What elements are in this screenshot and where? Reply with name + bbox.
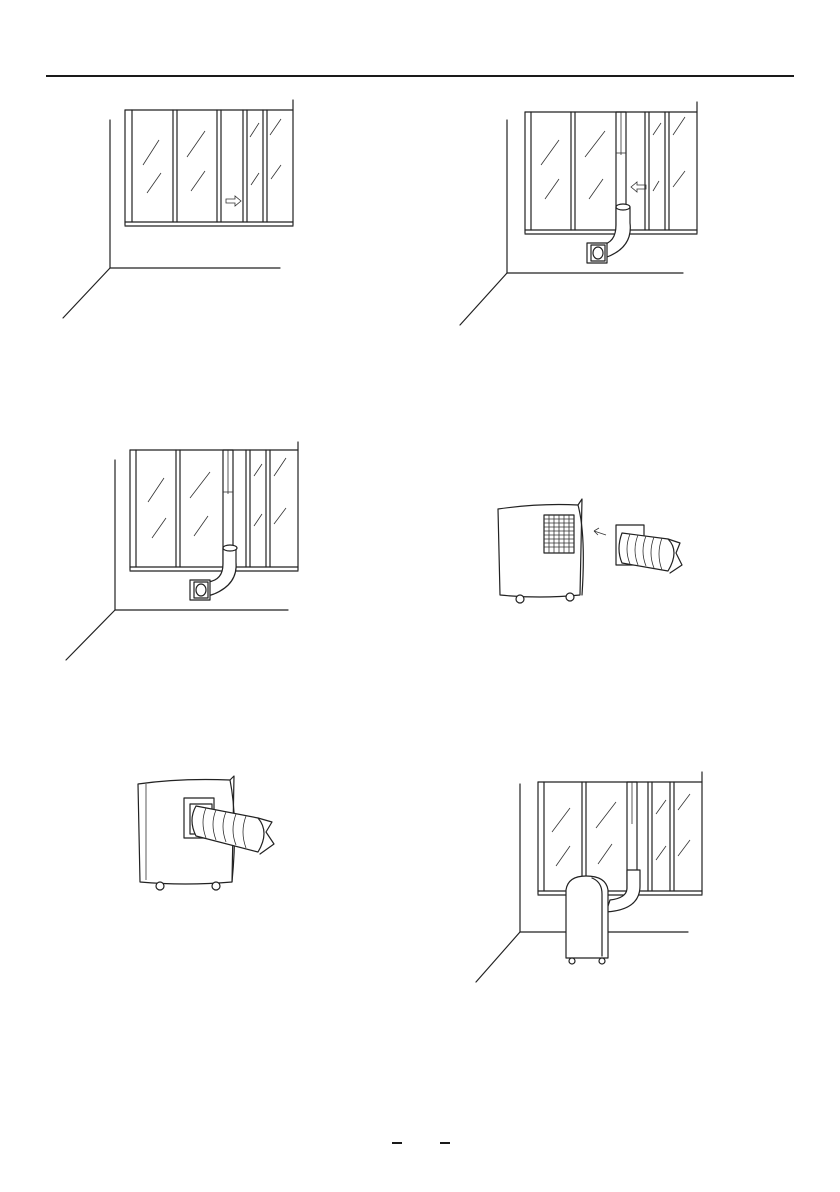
- figure-window-kit-inserted: [455, 95, 705, 330]
- figure-hose-attached: [130, 770, 290, 900]
- header-rule: [46, 75, 794, 77]
- figure-window-kit-installed: [60, 440, 310, 665]
- figure-unit-installed: [470, 770, 710, 990]
- figure-hose-connecting: [490, 495, 700, 615]
- footer-mark-right: [440, 1142, 450, 1144]
- figure-window-open: [55, 95, 305, 325]
- footer-mark-left: [392, 1142, 402, 1144]
